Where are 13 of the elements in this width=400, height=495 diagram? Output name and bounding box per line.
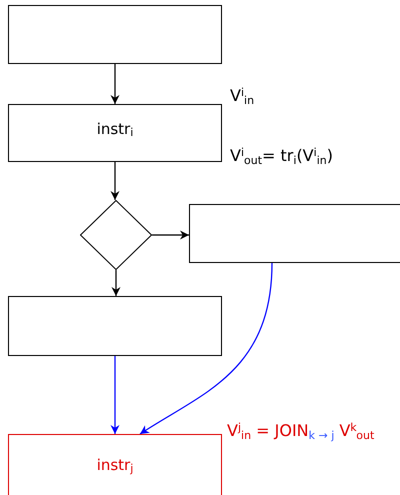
process-box: [8, 5, 222, 64]
process-box: instr$_{i}$: [8, 104, 222, 162]
process-box: [8, 296, 222, 356]
process-box: [189, 204, 400, 263]
arrow: [152, 230, 189, 240]
formula-text: V$^{i}$$_{out}$= tr$_{i}$(V$^{i}$$_{in}$): [230, 144, 333, 168]
arrow: [110, 64, 120, 104]
arrow: [110, 356, 120, 434]
arrow: [112, 270, 120, 296]
process-box: instr$_{j}$: [8, 434, 222, 495]
arrow: [110, 162, 120, 200]
arrow: [140, 262, 273, 434]
decision-diamond: [80, 200, 152, 270]
